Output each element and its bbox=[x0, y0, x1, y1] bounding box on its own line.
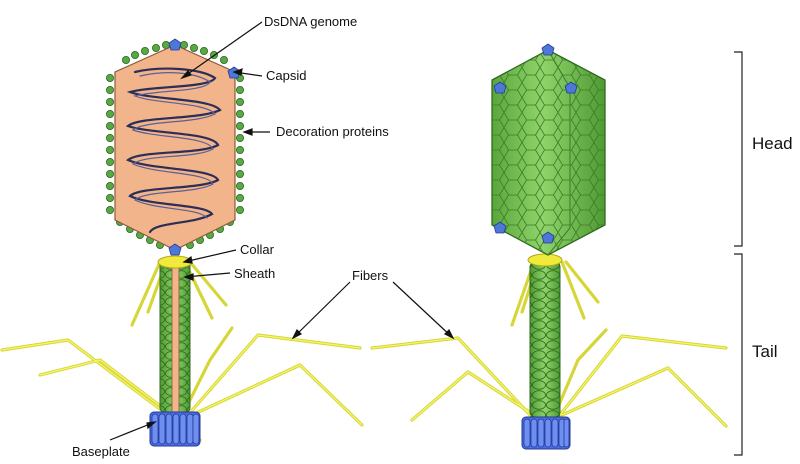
sheath-right bbox=[529, 261, 561, 418]
phage-surface bbox=[370, 43, 728, 450]
head-bracket bbox=[734, 51, 743, 247]
label-baseplate: Baseplate bbox=[72, 444, 130, 459]
collar-right bbox=[527, 253, 563, 267]
baseplate-left bbox=[149, 411, 201, 447]
tail-bracket bbox=[734, 253, 743, 456]
dsdna-genome bbox=[125, 67, 222, 234]
label-sheath: Sheath bbox=[234, 266, 276, 281]
phage-cutaway bbox=[0, 38, 364, 447]
label-tail: Tail bbox=[752, 342, 778, 361]
label-fibers: Fibers bbox=[352, 268, 389, 283]
label-head: Head bbox=[752, 134, 793, 153]
sheath-left bbox=[159, 261, 191, 415]
vertex-proteins-right bbox=[493, 43, 578, 244]
capsid-left bbox=[114, 44, 236, 251]
label-decoration-proteins: Decoration proteins bbox=[276, 124, 389, 139]
label-dsdna-genome: DsDNA genome bbox=[264, 14, 358, 29]
vertex-proteins-left bbox=[168, 38, 241, 256]
baseplate-right bbox=[521, 416, 571, 450]
label-capsid: Capsid bbox=[266, 68, 307, 83]
label-collar: Collar bbox=[240, 242, 274, 257]
capsid-right bbox=[491, 49, 606, 256]
leader-lines bbox=[109, 21, 455, 441]
